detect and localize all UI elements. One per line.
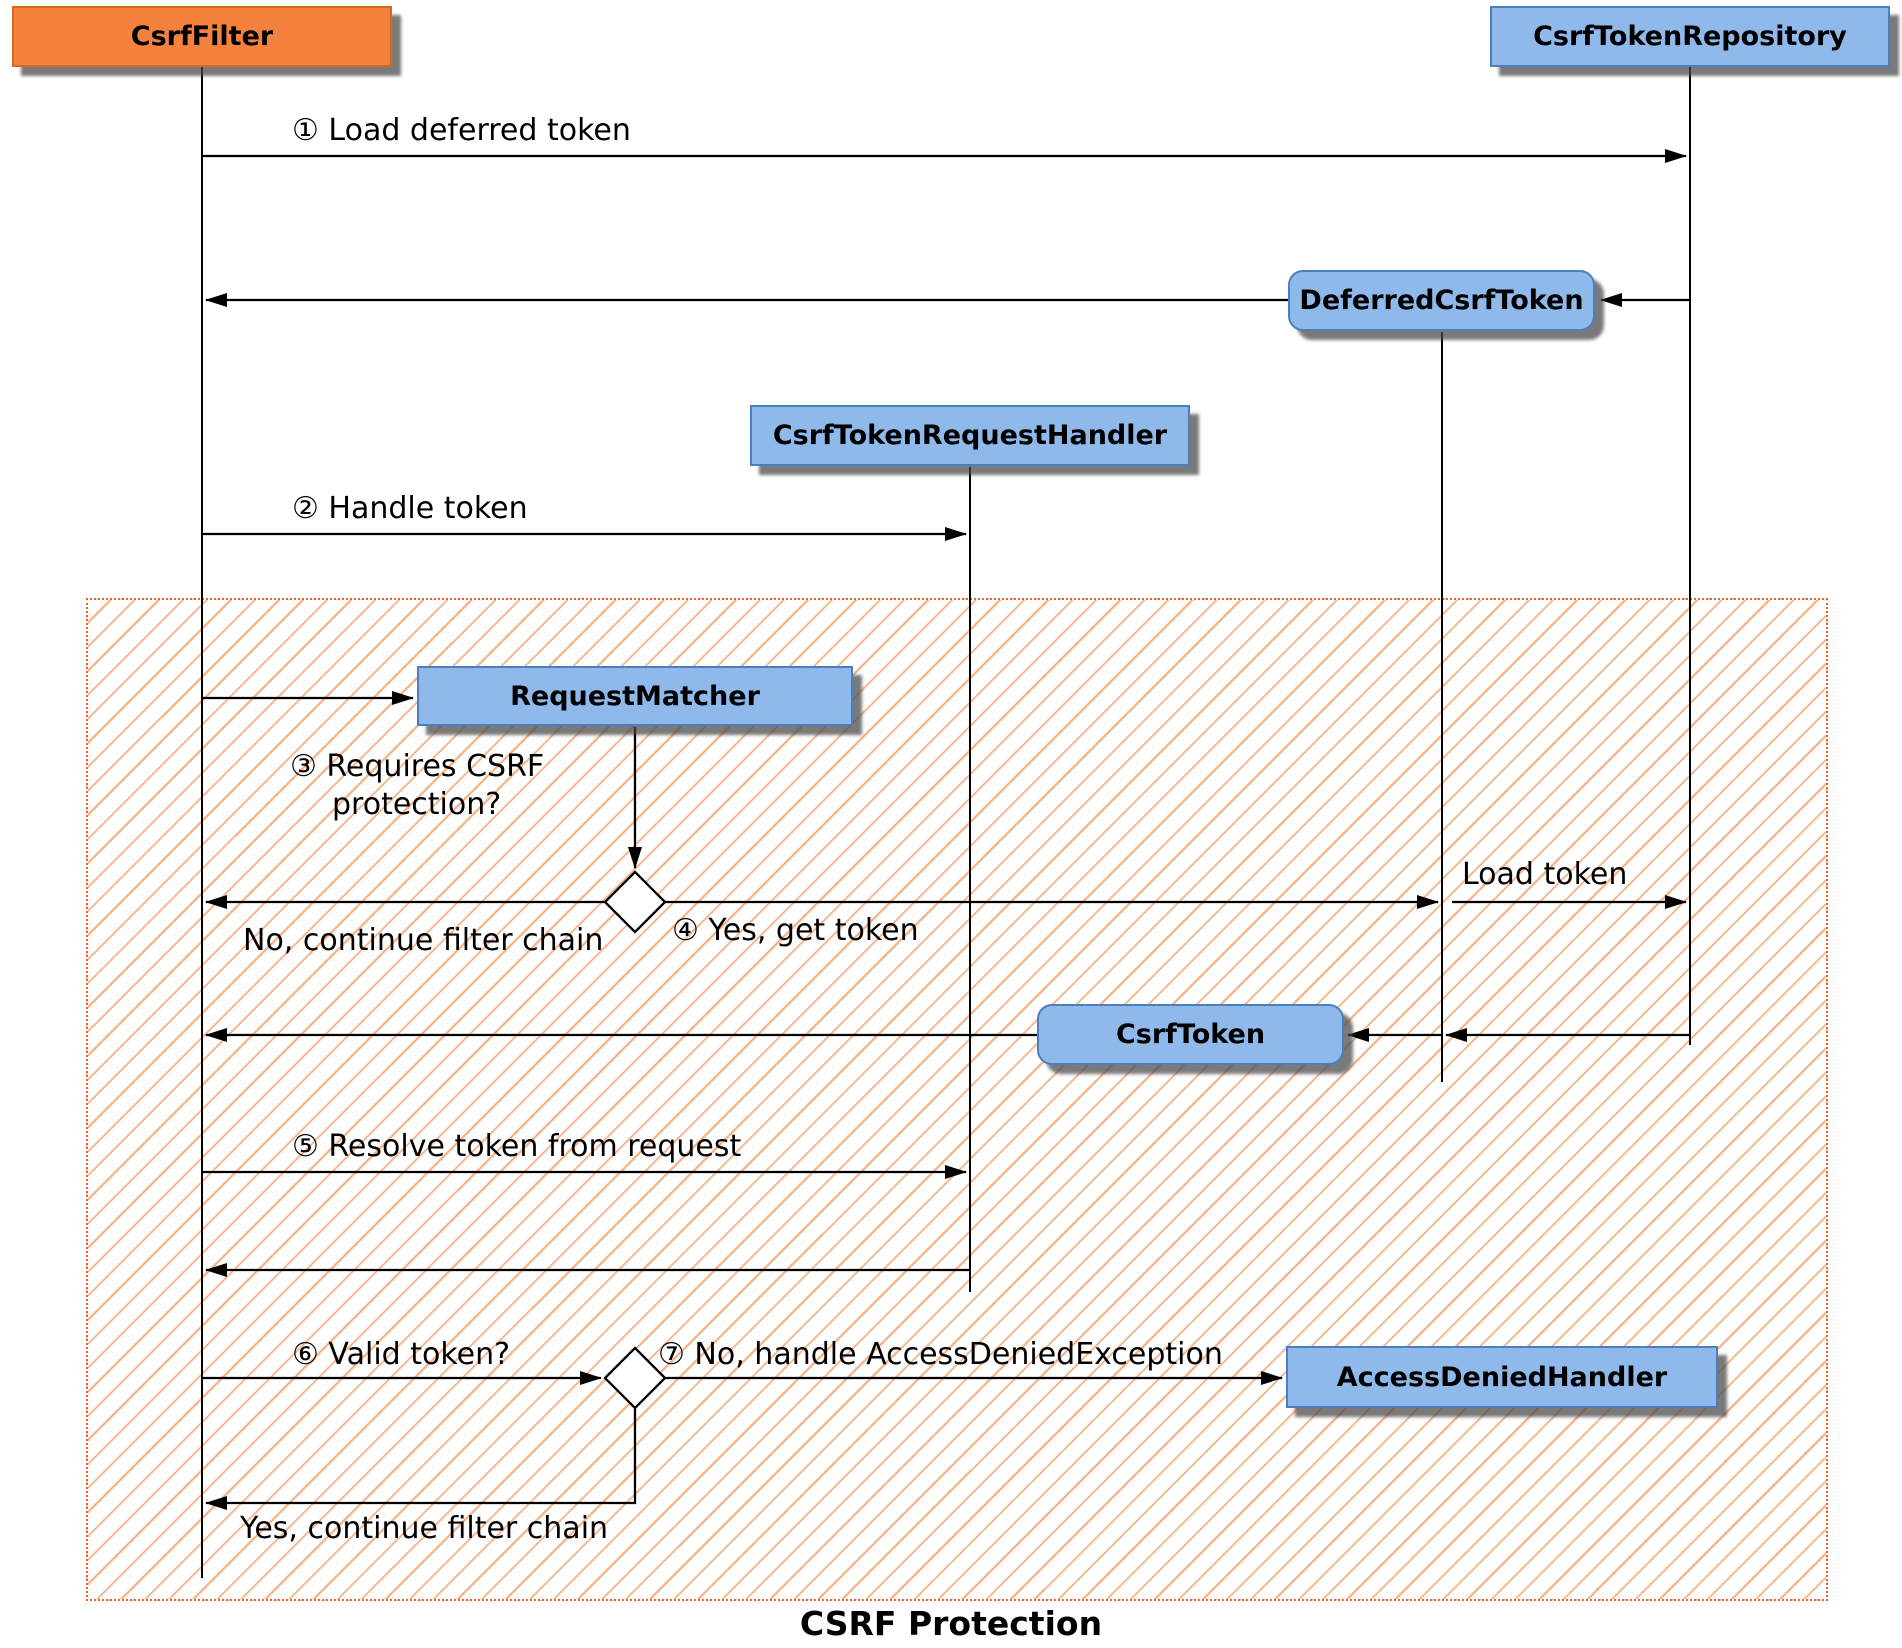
decision-valid-token-diamond <box>603 1346 667 1410</box>
node-access-denied-handler: AccessDeniedHandler <box>1286 1346 1718 1408</box>
label-no-handle-access-denied: ⑦ No, handle AccessDeniedException <box>658 1337 1223 1372</box>
label-valid-token: ⑥ Valid token? <box>292 1337 511 1372</box>
node-request-matcher: RequestMatcher <box>417 666 853 726</box>
arrow-yes-continue-filter-chain <box>205 1408 637 1510</box>
label-no-continue-filter-chain: No, continue filter chain <box>243 923 604 958</box>
label-load-token: Load token <box>1462 857 1628 892</box>
node-csrf-filter: CsrfFilter <box>12 6 392 67</box>
node-csrf-token-repository: CsrfTokenRepository <box>1490 6 1890 67</box>
label-yes-get-token: ④ Yes, get token <box>672 913 919 948</box>
node-deferred-csrf-token: DeferredCsrfToken <box>1288 270 1595 331</box>
diagram-title: CSRF Protection <box>799 1604 1103 1643</box>
node-csrf-token: CsrfToken <box>1037 1004 1344 1065</box>
label-load-deferred-token: ① Load deferred token <box>292 113 631 148</box>
label-yes-continue-filter-chain: Yes, continue filter chain <box>240 1511 609 1546</box>
decision-requires-csrf-diamond <box>603 870 667 934</box>
label-requires-csrf-protection: ③ Requires CSRF protection? <box>290 749 545 822</box>
node-csrf-token-request-handler: CsrfTokenRequestHandler <box>750 405 1190 466</box>
label-handle-token: ② Handle token <box>292 491 528 526</box>
csrf-protection-region <box>86 598 1828 1601</box>
label-resolve-token-from-request: ⑤ Resolve token from request <box>292 1129 742 1164</box>
